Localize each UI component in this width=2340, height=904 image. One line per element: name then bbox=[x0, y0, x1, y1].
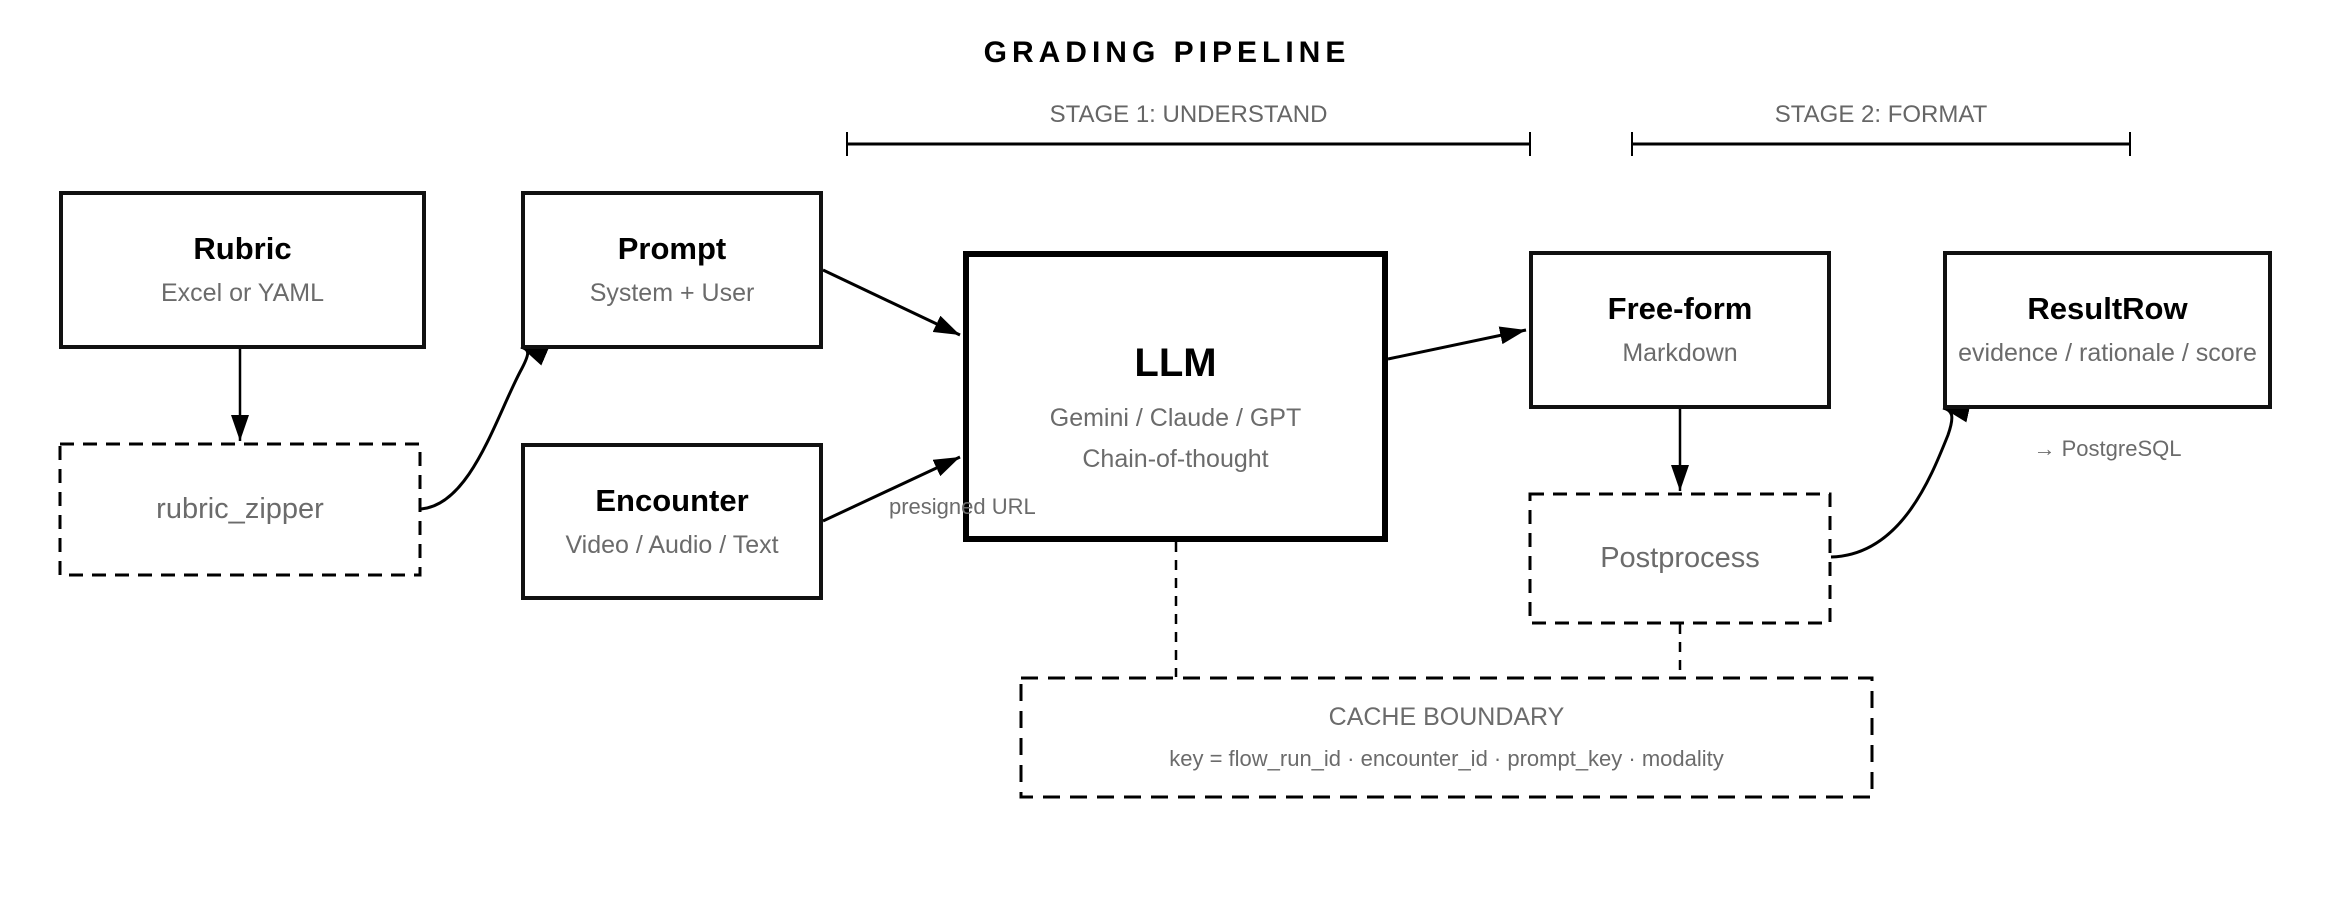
node-resultrow-sub: evidence / rationale / score bbox=[1958, 339, 2257, 367]
node-llm-sub-mode: Chain-of-thought bbox=[1082, 445, 1269, 473]
node-prompt[interactable]: Prompt System + User bbox=[521, 191, 823, 349]
node-freeform-name: Free-form bbox=[1607, 291, 1753, 326]
diagram-title-text: GRADING PIPELINE bbox=[983, 36, 1351, 69]
node-resultrow[interactable]: ResultRow evidence / rationale / score bbox=[1943, 251, 2272, 409]
edge-postprocess-to-resultrow bbox=[1830, 404, 1971, 559]
node-llm-name: LLM bbox=[1134, 341, 1217, 385]
node-encounter-name: Encounter bbox=[595, 483, 749, 518]
node-rubric-name: Rubric bbox=[193, 231, 292, 266]
cache-boundary: CACHE BOUNDARY key = flow_run_id · encou… bbox=[1021, 678, 1872, 797]
edge-zipper-to-prompt bbox=[420, 345, 549, 511]
node-prompt-sub: System + User bbox=[589, 279, 755, 307]
node-rubric-zipper[interactable]: rubric_zipper bbox=[60, 444, 420, 575]
stage-2-bracket bbox=[1631, 132, 2131, 156]
node-postprocess-name: Postprocess bbox=[1600, 542, 1760, 574]
node-resultrow-note: → PostgreSQL bbox=[2033, 436, 2182, 461]
node-freeform[interactable]: Free-form Markdown bbox=[1529, 251, 1831, 409]
cache-boundary-title: CACHE BOUNDARY bbox=[1328, 703, 1565, 731]
node-rubric[interactable]: Rubric Excel or YAML bbox=[59, 191, 426, 349]
postprocess-border bbox=[1528, 492, 1832, 625]
diagram-title: GRADING PIPELINE bbox=[0, 36, 2340, 70]
node-freeform-sub: Markdown bbox=[1622, 339, 1738, 367]
node-llm[interactable]: LLM Gemini / Claude / GPT Chain-of-thoug… bbox=[963, 251, 1388, 542]
node-prompt-name: Prompt bbox=[617, 231, 727, 266]
edge-label-presigned-url: presigned URL bbox=[889, 494, 1036, 519]
cache-boundary-key: key = flow_run_id · encounter_id · promp… bbox=[1169, 746, 1724, 771]
node-encounter-sub: Video / Audio / Text bbox=[565, 531, 779, 559]
rubric-zipper-border bbox=[58, 442, 422, 577]
stage-1-bracket bbox=[846, 132, 1531, 156]
node-encounter[interactable]: Encounter Video / Audio / Text bbox=[521, 443, 823, 600]
edge-prompt-to-llm bbox=[822, 268, 961, 337]
node-postprocess[interactable]: Postprocess bbox=[1530, 494, 1830, 623]
node-rubric-zipper-name: rubric_zipper bbox=[156, 493, 324, 525]
node-rubric-sub: Excel or YAML bbox=[160, 279, 325, 307]
node-llm-sub-models: Gemini / Claude / GPT bbox=[1049, 404, 1302, 432]
edge-llm-to-freeform bbox=[1387, 326, 1527, 361]
node-resultrow-name: ResultRow bbox=[2027, 291, 2188, 326]
stage-2-label: STAGE 2: FORMAT bbox=[1774, 101, 1988, 128]
edge-encounter-to-llm bbox=[822, 455, 961, 523]
stage-1-label: STAGE 1: UNDERSTAND bbox=[1049, 101, 1328, 128]
